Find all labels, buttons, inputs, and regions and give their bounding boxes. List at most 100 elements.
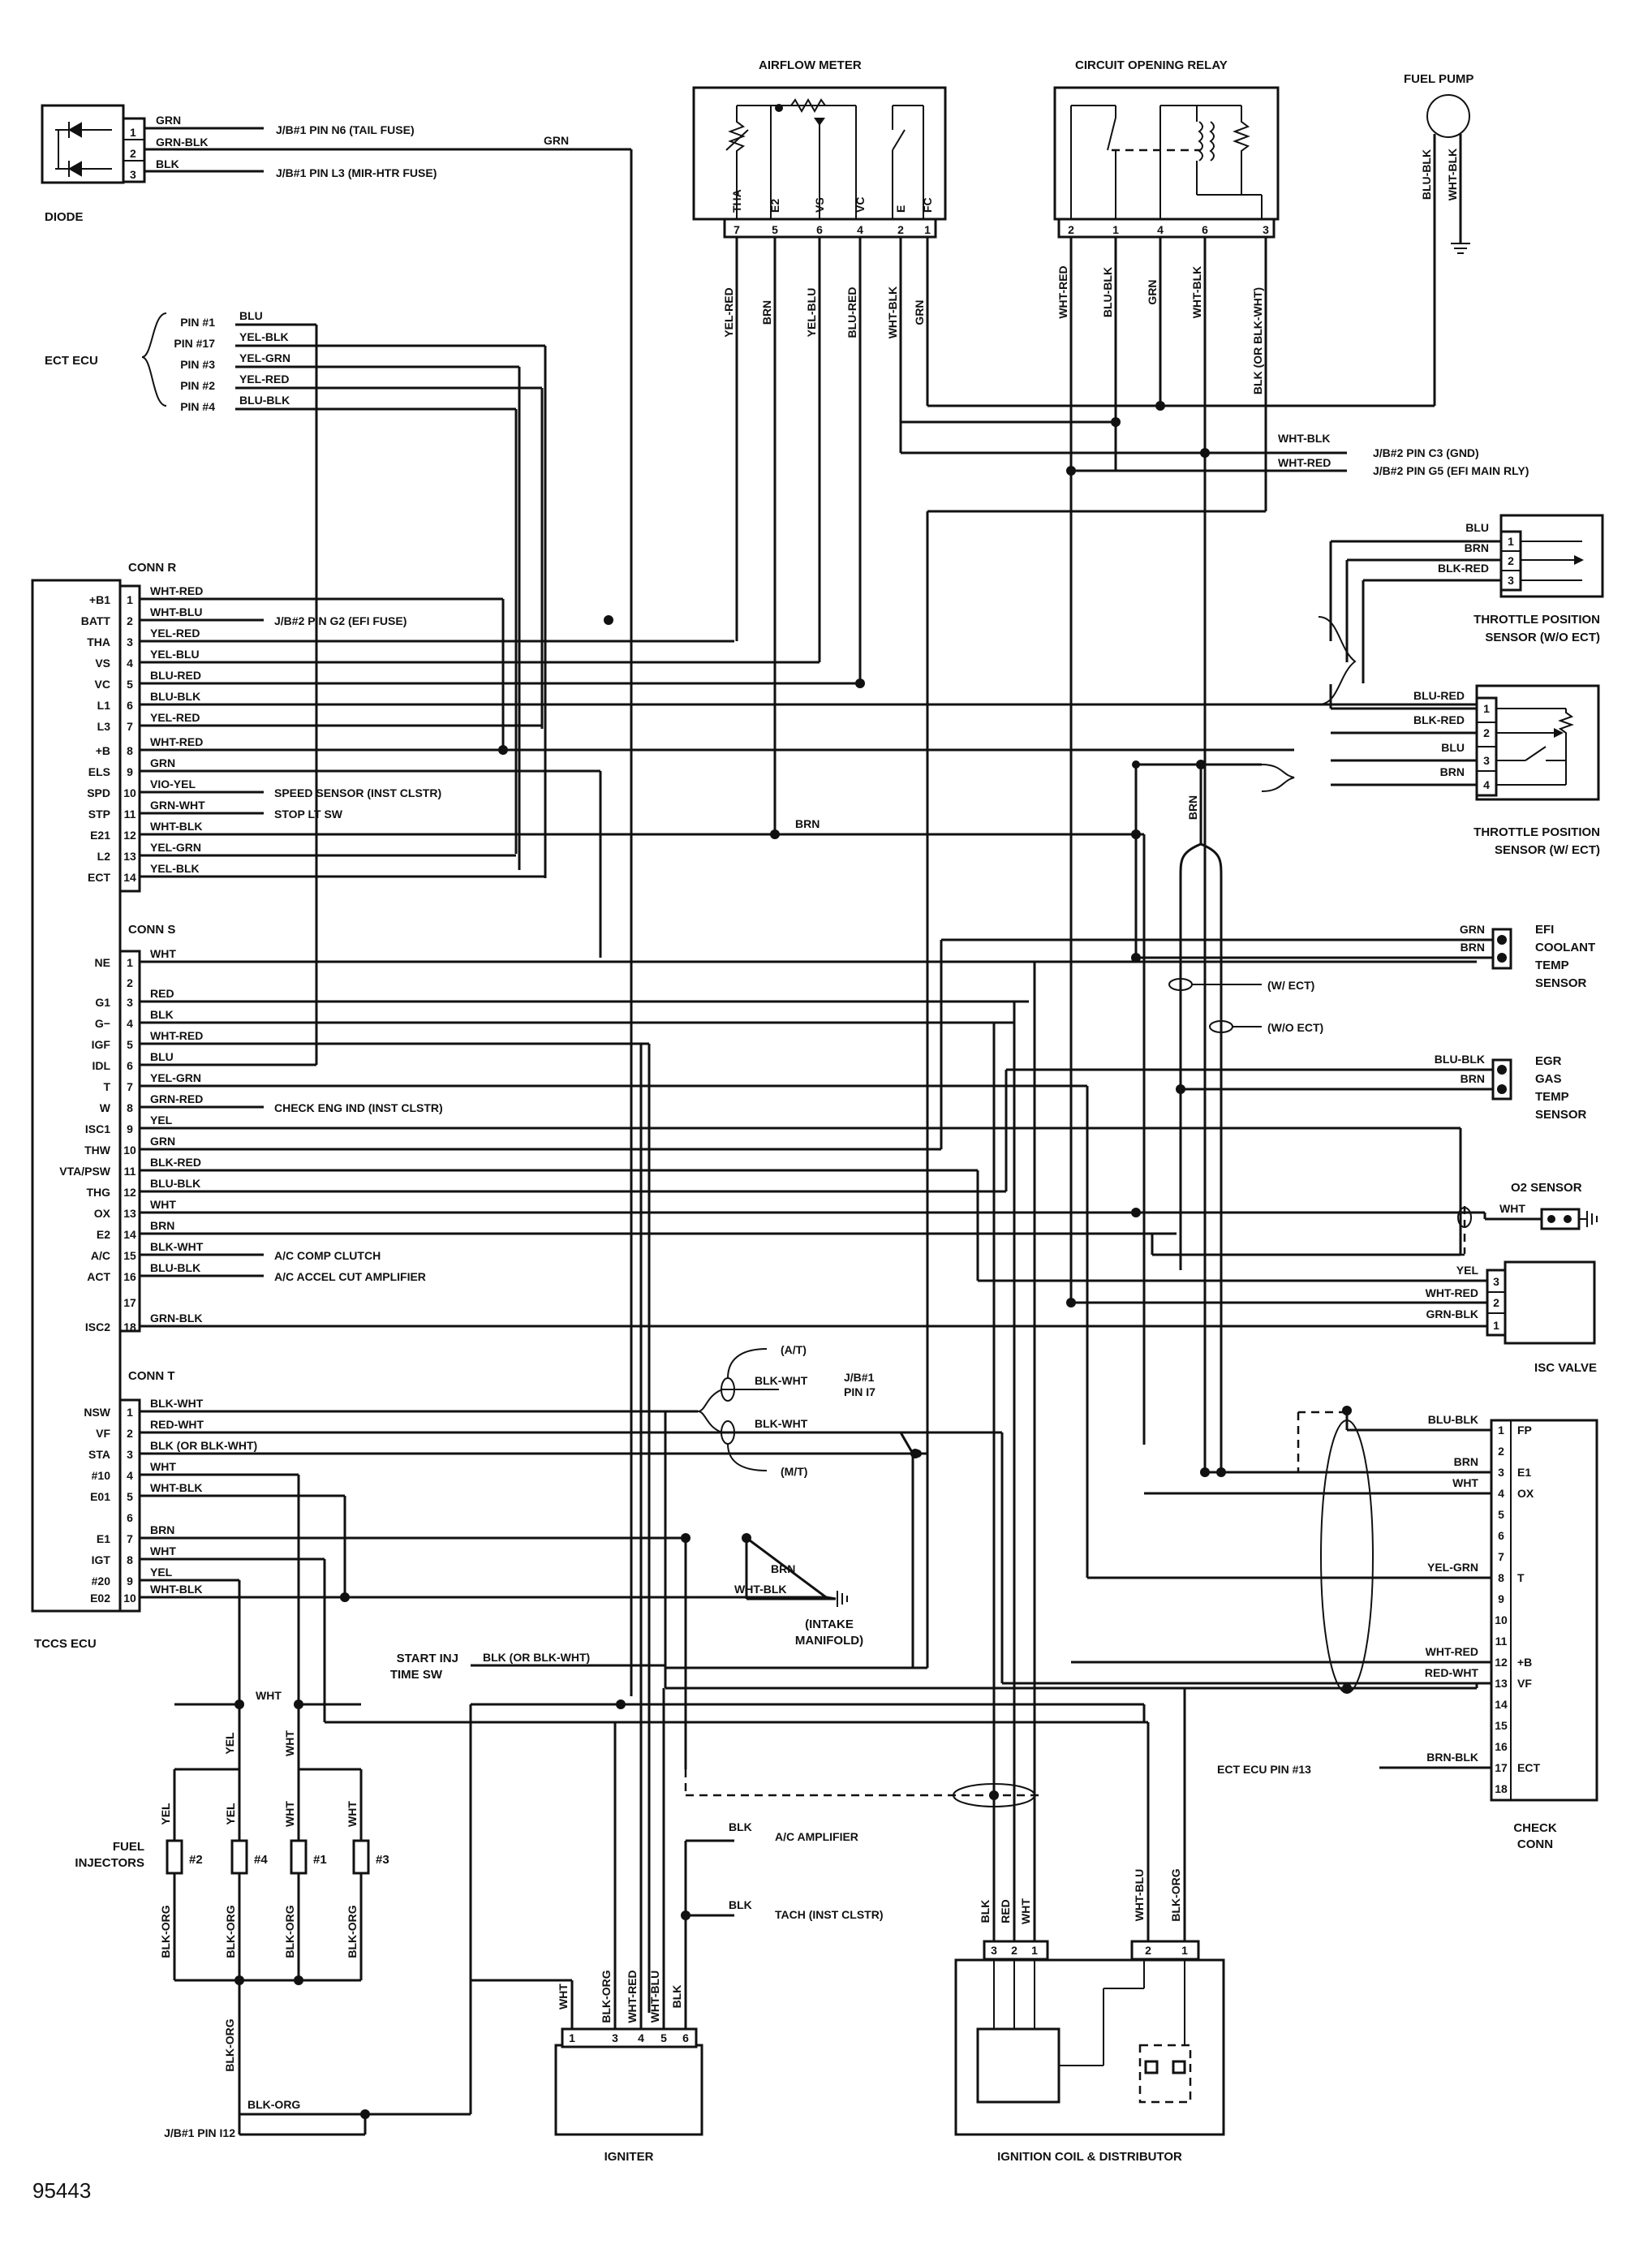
components-tps-wo-ect-1: SENSOR (W/O ECT) [1485, 631, 1600, 644]
conn-s-pins-10-wire: BLK-RED [150, 1156, 201, 1169]
check-conn-rows-12-term: VF [1517, 1677, 1532, 1690]
check-conn-rows-10-pin: 11 [1495, 1635, 1508, 1648]
thermistor-icon [728, 106, 746, 162]
figure-id: 95443 [32, 2178, 91, 2203]
conn-t-pins-6-term: E1 [97, 1532, 110, 1545]
conn-s-pins-14-note: A/C COMP CLUTCH [274, 1249, 381, 1262]
injectors-common: BLK-ORG [223, 2018, 236, 2071]
airflow-meter-pins-2: 6 [816, 223, 823, 236]
isc-valve-wires-1: WHT-RED [1426, 1286, 1478, 1299]
airflow-meter-terms-0: THA [730, 189, 743, 213]
ignition-coil-pins-1: 2 [1011, 1944, 1017, 1957]
conn-s-pins-8-pin: 9 [127, 1122, 133, 1135]
wo-ect: (W/O ECT) [1267, 1021, 1323, 1034]
conn-t-title: CONN T [128, 1369, 175, 1383]
ect-ecu-pins-3-pin: PIN #2 [180, 379, 215, 392]
jb1-pin17-1: PIN I7 [844, 1385, 875, 1398]
relay-pins-3: 6 [1202, 223, 1208, 236]
conn-s-pins-12-pin: 13 [123, 1207, 136, 1220]
conn-r-pins-1-pin: 2 [127, 614, 133, 627]
conn-s-pins-11-pin: 12 [123, 1186, 136, 1199]
conn-r-pins-2-pin: 3 [127, 635, 133, 648]
igniter-wires-4: BLK [670, 1985, 683, 2009]
conn-r-pins-0-term: +B1 [89, 593, 110, 606]
conn-s-pins-8-wire: YEL [150, 1114, 173, 1126]
check-conn-rows-0-term: FP [1517, 1424, 1532, 1437]
ect-ecu-brace [141, 312, 167, 407]
conn-s-pins-7-wire: GRN-RED [150, 1092, 203, 1105]
relay-wires-3: WHT-BLK [1190, 266, 1203, 319]
conn-t-pins-6-wire: BRN [150, 1523, 174, 1536]
conn-t-pins-0-term: NSW [84, 1406, 110, 1419]
tps-wo-brace [1318, 616, 1357, 705]
conn-s-pins-0-term: NE [95, 956, 110, 969]
components-efi-coolant-1: COOLANT [1535, 941, 1595, 954]
conn-t-pins-0-pin: 1 [127, 1406, 133, 1419]
injectors-top-wires-3: WHT [346, 1801, 359, 1827]
conn-s-pins-4-wire: WHT-RED [150, 1029, 203, 1042]
conn-t-pins-2-pin: 3 [127, 1448, 133, 1461]
conn-t-pins-3-wire: WHT [150, 1460, 176, 1473]
airflow-meter-pins-3: 4 [857, 223, 863, 236]
components-ignition-coil: IGNITION COIL & DISTRIBUTOR [997, 2150, 1182, 2164]
brn-vertical: BRN [1186, 795, 1199, 820]
efi-coolant-wires-1: BRN [1461, 941, 1485, 954]
ect-ecu-pins-4-pin: PIN #4 [180, 400, 215, 413]
conn-r-pins-5-wire: BLU-BLK [150, 690, 200, 703]
injector-2-icon [166, 1839, 183, 1875]
ect-ecu-pins-1-pin: PIN #17 [174, 337, 215, 350]
conn-s-pins-12-wire: WHT [150, 1198, 176, 1211]
conn-s-pins-8-term: ISC1 [85, 1122, 110, 1135]
conn-s-pins-10-term: VTA/PSW [59, 1165, 111, 1178]
conn-s-pins-3-pin: 4 [127, 1017, 133, 1030]
manifold-wires-0: BRN [771, 1562, 795, 1575]
injectors-labels-2: #1 [313, 1853, 327, 1867]
check-conn-rows-11-pin: 12 [1495, 1656, 1508, 1669]
conn-s-pins-0-wire: WHT [150, 947, 176, 960]
conn-t-pins-3-pin: 4 [127, 1469, 133, 1482]
igniter-wires-3: WHT-BLU [648, 1971, 661, 2023]
airflow-meter-terms-4: E [894, 205, 907, 213]
components-start-inj-1: TIME SW [390, 1668, 443, 1682]
conn-s-pins-13-term: E2 [97, 1228, 110, 1241]
conn-r-pins-9-term: SPD [87, 786, 110, 799]
conn-r-pins-8-wire: GRN [150, 756, 175, 769]
conn-s-pins-2-wire: RED [150, 987, 174, 1000]
conn-t-pins-1-term: VF [96, 1427, 110, 1440]
conn-r-pins-10-pin: 11 [124, 808, 136, 821]
check-conn-rows-6-pin: 7 [1498, 1550, 1504, 1563]
injectors-bot-wires-3: BLK-ORG [346, 1905, 359, 1958]
conn-t-pins-5-pin: 6 [127, 1511, 133, 1524]
conn-r-pins-8-term: ELS [88, 765, 110, 778]
components-tps-w-ect-0: THROTTLE POSITION [1473, 825, 1600, 839]
conn-s-pins-1-pin: 2 [127, 976, 133, 989]
ignition-coil-wires-0: BLK [979, 1900, 992, 1923]
components-egr-gas-0: EGR [1535, 1054, 1562, 1068]
conn-r-pins-13-term: ECT [88, 871, 110, 884]
airflow-meter-terms-2: VS [813, 197, 826, 213]
components-isc-valve: ISC VALVE [1534, 1361, 1597, 1375]
tps-wo-ect-wires-2: BLK-RED [1438, 562, 1489, 575]
check-conn-rows-16-term: ECT [1517, 1761, 1540, 1774]
conn-t-pins-1-pin: 2 [127, 1427, 133, 1440]
igniter-box [554, 2044, 703, 2136]
conn-r-pins-7-wire: WHT-RED [150, 735, 203, 748]
check-conn-box [1490, 1419, 1598, 1802]
check-conn-rows-8-pin: 9 [1498, 1592, 1504, 1605]
check-conn-rows-7-term: T [1517, 1571, 1525, 1584]
jb2-g5-wire: WHT-RED [1278, 456, 1331, 469]
relay-pins-1: 1 [1112, 223, 1119, 236]
conn-s-pins-10-pin: 11 [124, 1165, 136, 1178]
ignition-coil-wires-2: WHT [1019, 1898, 1032, 1924]
conn-s-pins-6-wire: YEL-GRN [150, 1071, 201, 1084]
jb2-g5: J/B#2 PIN G5 (EFI MAIN RLY) [1373, 464, 1529, 477]
injectors-labels-1: #4 [254, 1853, 268, 1867]
check-conn-rows-2-pin: 3 [1498, 1466, 1504, 1479]
igniter-wires-2: WHT-RED [626, 1970, 639, 2023]
check-conn-rows-11-wire: WHT-RED [1426, 1645, 1478, 1658]
jb2-c3: J/B#2 PIN C3 (GND) [1373, 446, 1479, 459]
relay-coil2-icon [1209, 121, 1215, 162]
injectors-bot-wires-2: BLK-ORG [283, 1905, 296, 1958]
